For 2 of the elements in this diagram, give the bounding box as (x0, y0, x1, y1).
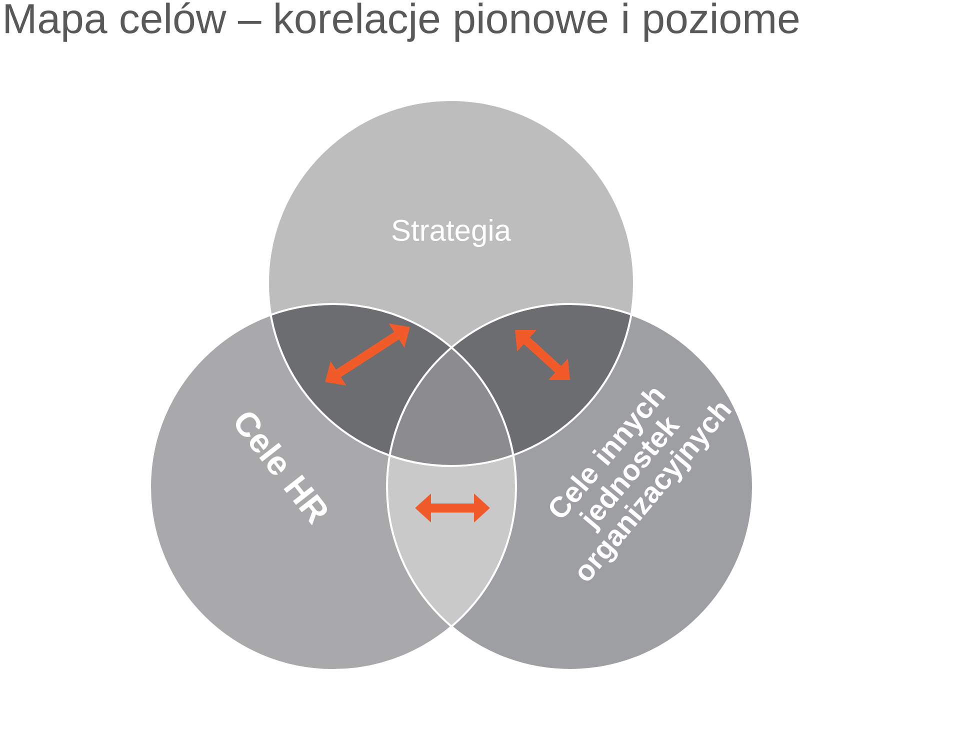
title: Mapa celów – korelacje pionowe i poziome (6, 2, 799, 42)
double-arrow (515, 330, 570, 380)
